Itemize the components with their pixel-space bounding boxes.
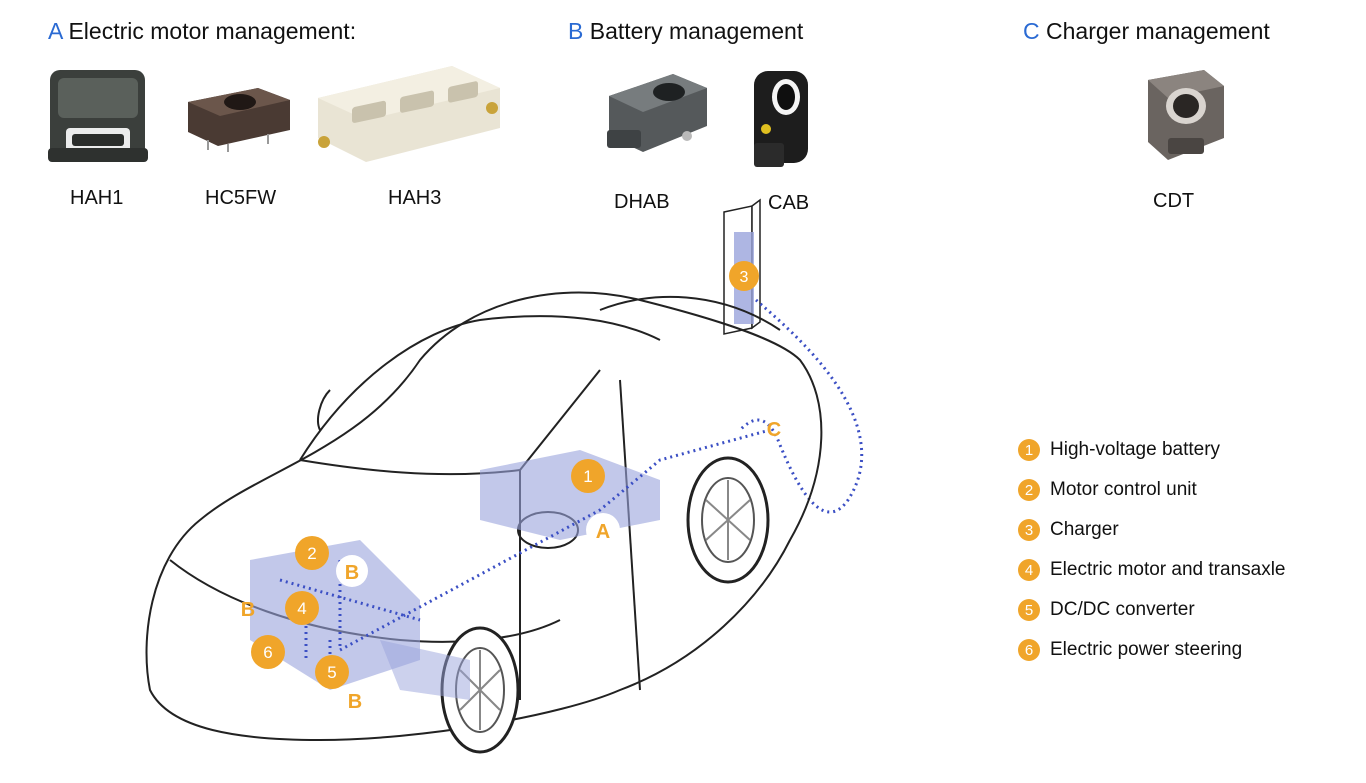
cab-sensor-image (754, 71, 808, 167)
section-title-electric-motor: A Electric motor management: (48, 18, 356, 45)
svg-text:B: B (348, 691, 362, 713)
dhab-sensor-image (607, 74, 707, 152)
legend-label: Electric power steering (1050, 639, 1243, 660)
svg-text:4: 4 (297, 599, 306, 618)
motor-assembly (250, 540, 420, 690)
svg-text:B: B (345, 562, 359, 584)
internal-wiring (279, 428, 771, 660)
legend-item: 6 Electric power steering (1018, 630, 1286, 670)
marker-letter-b-upper: B (336, 555, 368, 587)
marker-2: 2 (295, 536, 329, 570)
marker-6: 6 (251, 635, 285, 669)
transaxle (380, 640, 470, 700)
marker-letter-b-lower: B (348, 691, 362, 713)
section-letter: B (568, 18, 584, 44)
marker-3: 3 (729, 261, 759, 291)
legend-item: 5 DC/DC converter (1018, 590, 1286, 630)
legend-number: 4 (1018, 559, 1040, 581)
marker-5: 5 (315, 655, 349, 689)
svg-text:A: A (596, 521, 610, 543)
marker-4: 4 (285, 591, 319, 625)
hah3-sensor-image (318, 66, 500, 162)
section-title-text: Electric motor management: (68, 18, 357, 44)
svg-text:3: 3 (740, 269, 749, 286)
product-label-hah1: HAH1 (70, 187, 124, 209)
legend-label: Motor control unit (1050, 479, 1197, 500)
product-label-cab: CAB (768, 192, 810, 214)
cdt-sensor-image (1148, 70, 1224, 160)
svg-text:C: C (767, 419, 781, 441)
legend-number: 6 (1018, 639, 1040, 661)
product-label-cdt: CDT (1153, 190, 1195, 212)
legend-item: 2 Motor control unit (1018, 470, 1286, 510)
marker-letter-a: A (586, 513, 620, 547)
legend-number: 3 (1018, 519, 1040, 541)
car-body (145, 291, 823, 742)
svg-text:2: 2 (307, 544, 316, 563)
battery-pack (480, 450, 660, 540)
legend-label: Electric motor and transaxle (1050, 559, 1286, 580)
marker-letter-b-left: B (241, 599, 255, 621)
legend-label: DC/DC converter (1050, 599, 1195, 620)
legend-number: 1 (1018, 439, 1040, 461)
svg-text:1: 1 (583, 467, 592, 486)
hc5fw-sensor-image (188, 88, 290, 152)
legend-item: 1 High-voltage battery (1018, 430, 1286, 470)
svg-text:5: 5 (327, 663, 336, 682)
car-illustration: 1 2 3 4 5 6 A B B B C (145, 198, 864, 754)
section-title-battery: B Battery management (568, 18, 803, 45)
rear-wheel (686, 456, 770, 584)
section-title-text: Charger management (1046, 18, 1270, 44)
legend-number: 2 (1018, 479, 1040, 501)
product-label-hc5fw: HC5FW (205, 187, 277, 209)
product-label-hah3: HAH3 (388, 187, 442, 209)
legend-label: High-voltage battery (1050, 439, 1221, 460)
legend-label: Charger (1050, 519, 1119, 540)
svg-text:6: 6 (263, 643, 272, 662)
section-title-text: Battery management (589, 18, 804, 44)
section-title-charger: C Charger management (1023, 18, 1270, 45)
svg-text:B: B (241, 599, 255, 621)
marker-letter-c: C (767, 419, 781, 441)
legend: 1 High-voltage battery 2 Motor control u… (1018, 430, 1286, 670)
legend-item: 4 Electric motor and transaxle (1018, 550, 1286, 590)
legend-number: 5 (1018, 599, 1040, 621)
section-letter: C (1023, 18, 1040, 44)
hah1-sensor-image (48, 70, 148, 162)
marker-1: 1 (571, 459, 605, 493)
product-label-dhab: DHAB (614, 191, 670, 213)
legend-item: 3 Charger (1018, 510, 1286, 550)
section-letter: A (48, 18, 63, 44)
